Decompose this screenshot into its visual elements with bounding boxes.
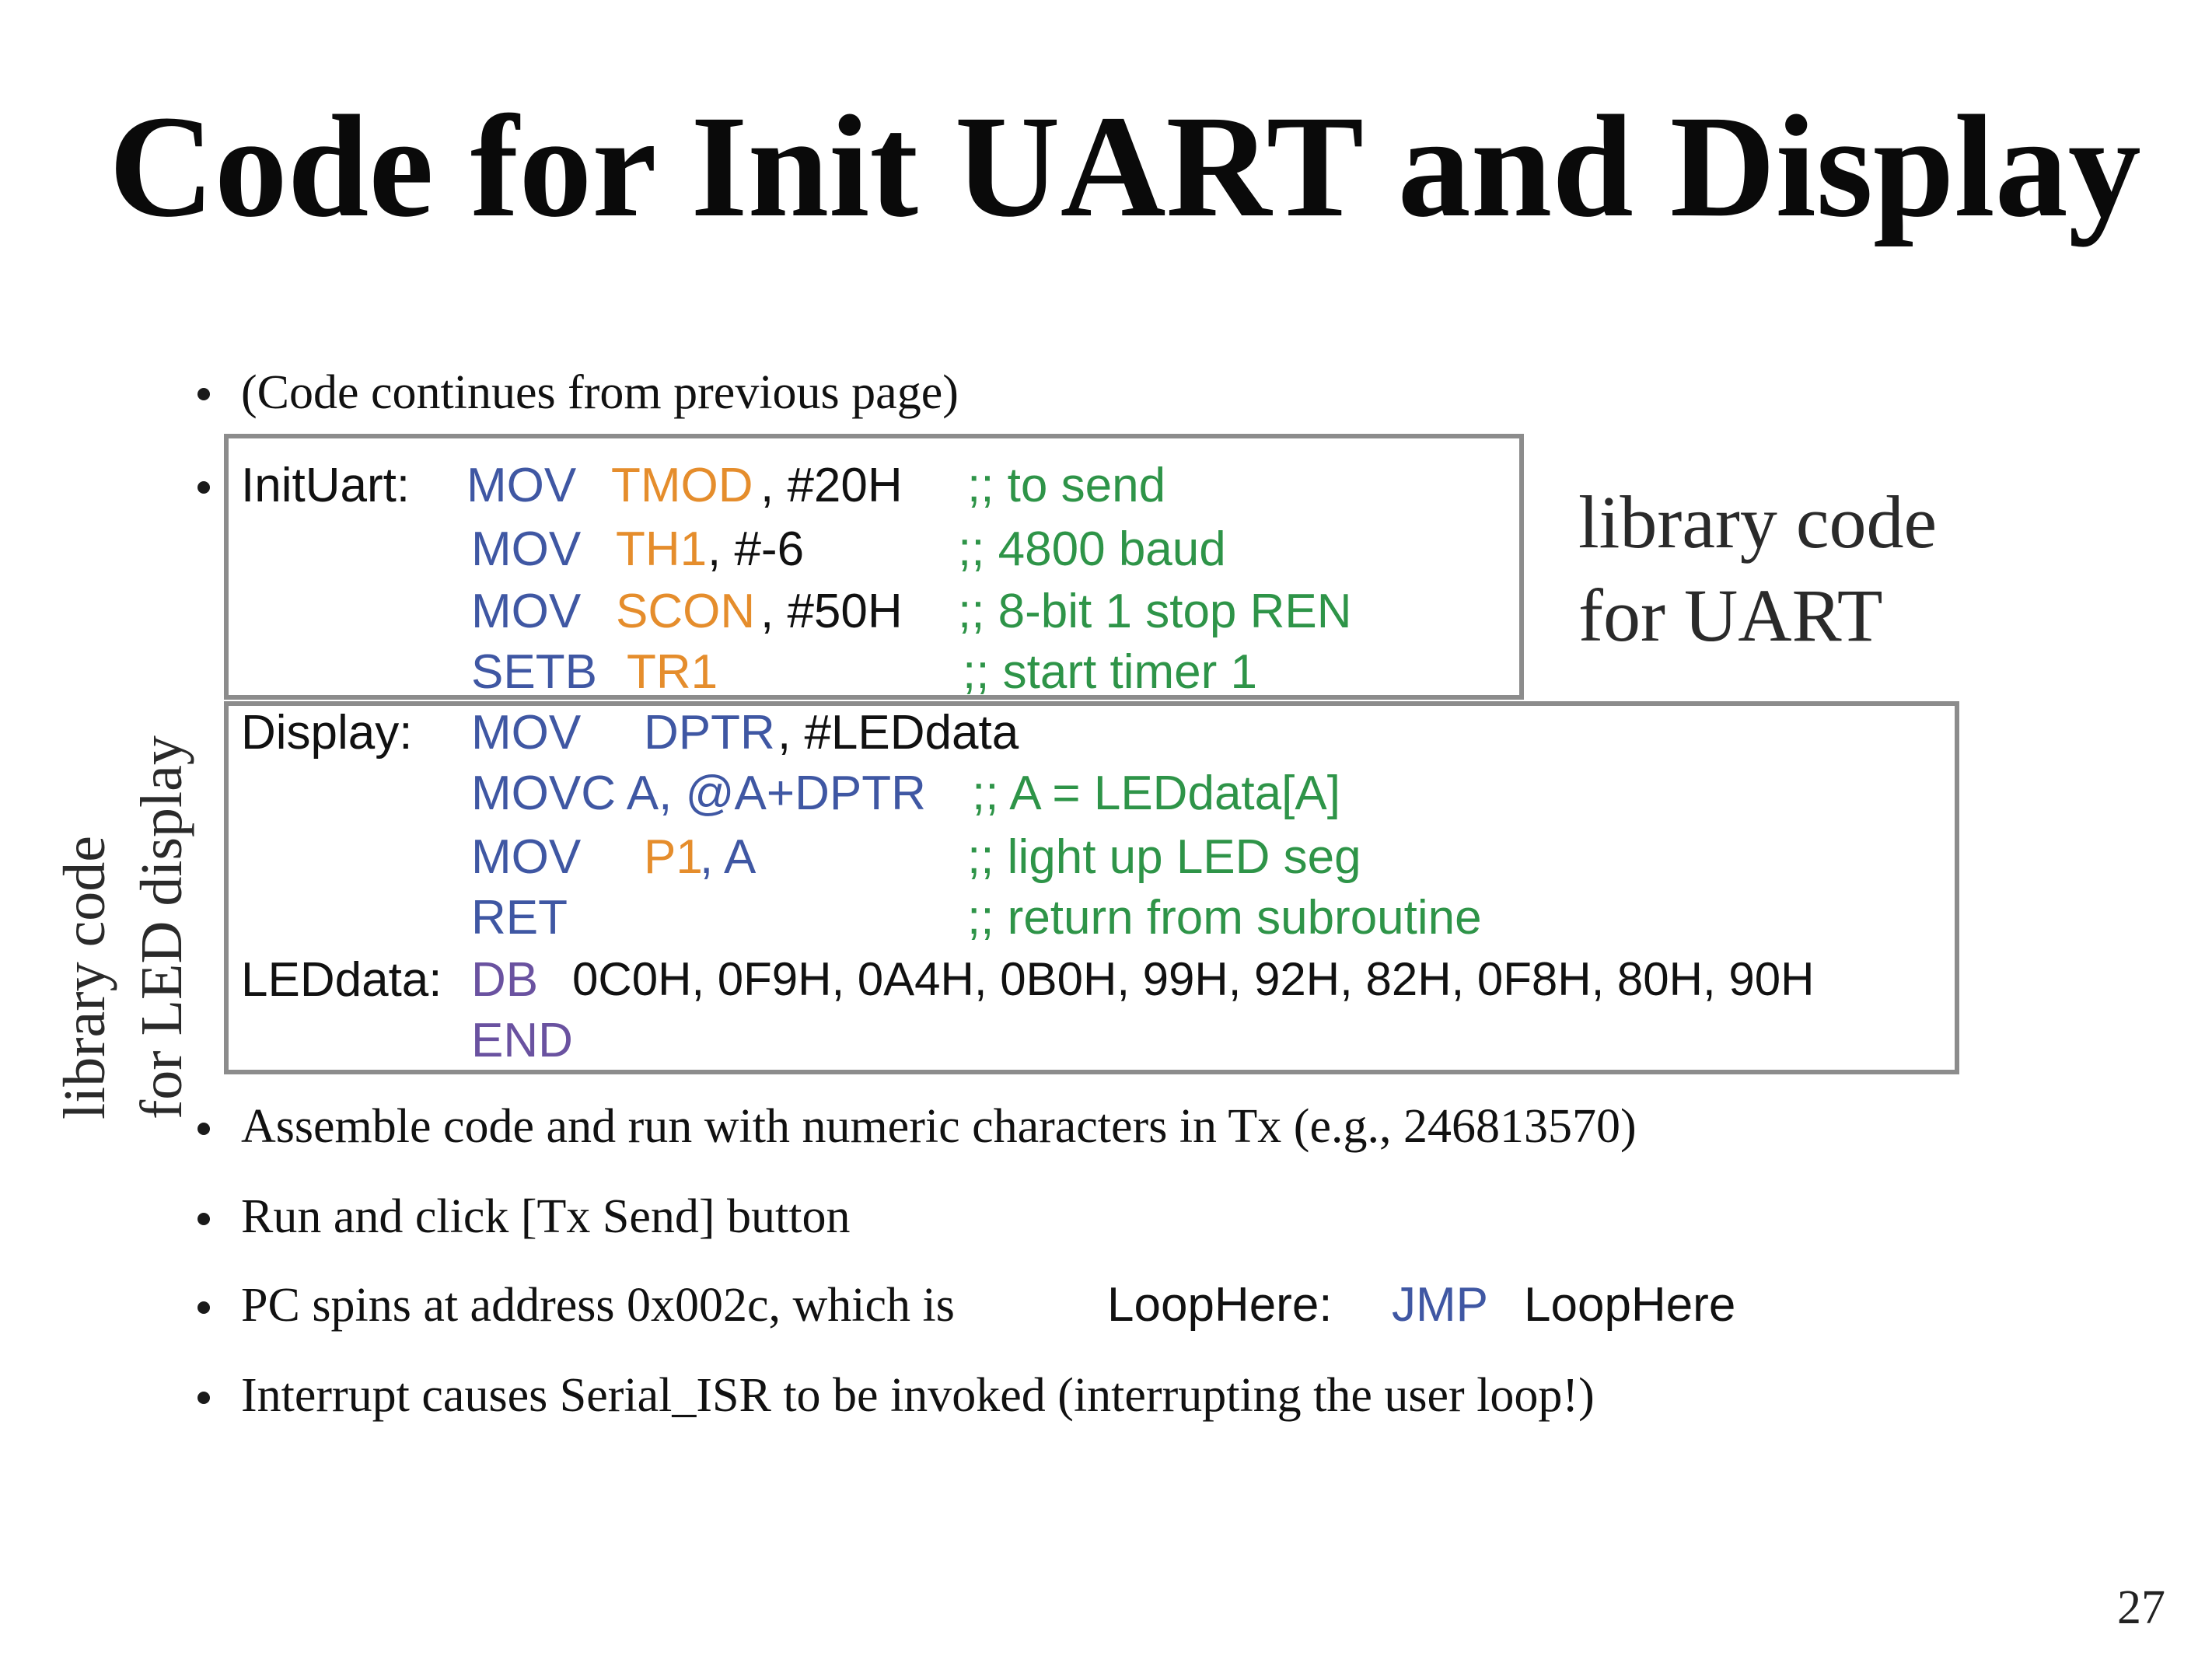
bullet-dot xyxy=(197,388,210,400)
code-op: MOV xyxy=(471,522,582,576)
display-label: Display: xyxy=(241,706,413,760)
bullet-dot xyxy=(197,481,210,494)
loophere-label: LoopHere: xyxy=(1107,1278,1333,1332)
code-comment: ;; to send xyxy=(967,459,1166,512)
bullet-dot xyxy=(197,1123,210,1135)
code-op: MOV xyxy=(471,706,582,760)
code-reg: TMOD xyxy=(611,459,753,512)
bullet-continues: (Code continues from previous page) xyxy=(241,366,959,419)
uart-label: InitUart: xyxy=(241,459,411,512)
code-end: END xyxy=(471,1014,573,1067)
bullet-dot xyxy=(197,1301,210,1314)
display-code-box xyxy=(224,701,1959,1074)
code-comment: ;; return from subroutine xyxy=(967,891,1482,945)
loophere-op: JMP xyxy=(1392,1278,1488,1332)
bullet-assemble: Assemble code and run with numeric chara… xyxy=(241,1100,1637,1153)
code-op: RET xyxy=(471,891,568,945)
bullet-interrupt: Interrupt causes Serial_ISR to be invoke… xyxy=(241,1369,1595,1422)
code-op: MOV xyxy=(471,585,582,638)
code-arg: , #50H xyxy=(760,585,903,638)
bullet-pc-spins: PC spins at address 0x002c, which is xyxy=(241,1279,955,1332)
code-arg: , A xyxy=(700,830,757,884)
code-reg: SCON xyxy=(616,585,756,638)
code-arg: , #20H xyxy=(760,459,903,512)
code-comment: ;; 8-bit 1 stop REN xyxy=(958,585,1352,638)
code-comment: ;; A = LEDdata[A] xyxy=(972,767,1340,820)
bullet-dot xyxy=(197,1392,210,1404)
code-reg: TR1 xyxy=(627,645,718,699)
code-comment: ;; 4800 baud xyxy=(958,522,1226,576)
led-label-line-2: for LED display xyxy=(128,735,194,1119)
led-label-line-1: library code xyxy=(52,835,117,1119)
code-reg: TH1 xyxy=(616,522,708,576)
uart-label-line-1: library code xyxy=(1578,480,1938,564)
code-comment: ;; light up LED seg xyxy=(967,830,1361,884)
page-number: 27 xyxy=(2117,1581,2165,1634)
code-comment: ;; start timer 1 xyxy=(963,645,1257,699)
loophere-arg: LoopHere xyxy=(1524,1278,1736,1332)
code-op: MOVC A, @A+DPTR xyxy=(471,767,926,820)
code-arg: , #LEDdata xyxy=(778,706,1019,760)
bullet-run-click: Run and click [Tx Send] button xyxy=(241,1190,851,1243)
uart-label-line-2: for UART xyxy=(1578,574,1883,657)
code-arg: , #-6 xyxy=(708,522,805,576)
bullet-dot xyxy=(197,1213,210,1225)
code-op: MOV xyxy=(467,459,577,512)
code-op: MOV xyxy=(471,830,582,884)
led-library-label: library code for LED display xyxy=(47,735,201,1119)
code-reg: P1 xyxy=(644,830,703,884)
code-directive: DB xyxy=(471,953,539,1007)
code-op: SETB xyxy=(471,645,597,699)
uart-library-label: library code for UART xyxy=(1578,476,1937,662)
uart-code-box xyxy=(224,434,1524,700)
leddata-label: LEDdata: xyxy=(241,953,442,1007)
leddata-values: 0C0H, 0F9H, 0A4H, 0B0H, 99H, 92H, 82H, 0… xyxy=(572,953,1815,1005)
code-reg: DPTR xyxy=(644,706,775,760)
slide-title: Code for Init UART and Display xyxy=(109,85,2141,247)
